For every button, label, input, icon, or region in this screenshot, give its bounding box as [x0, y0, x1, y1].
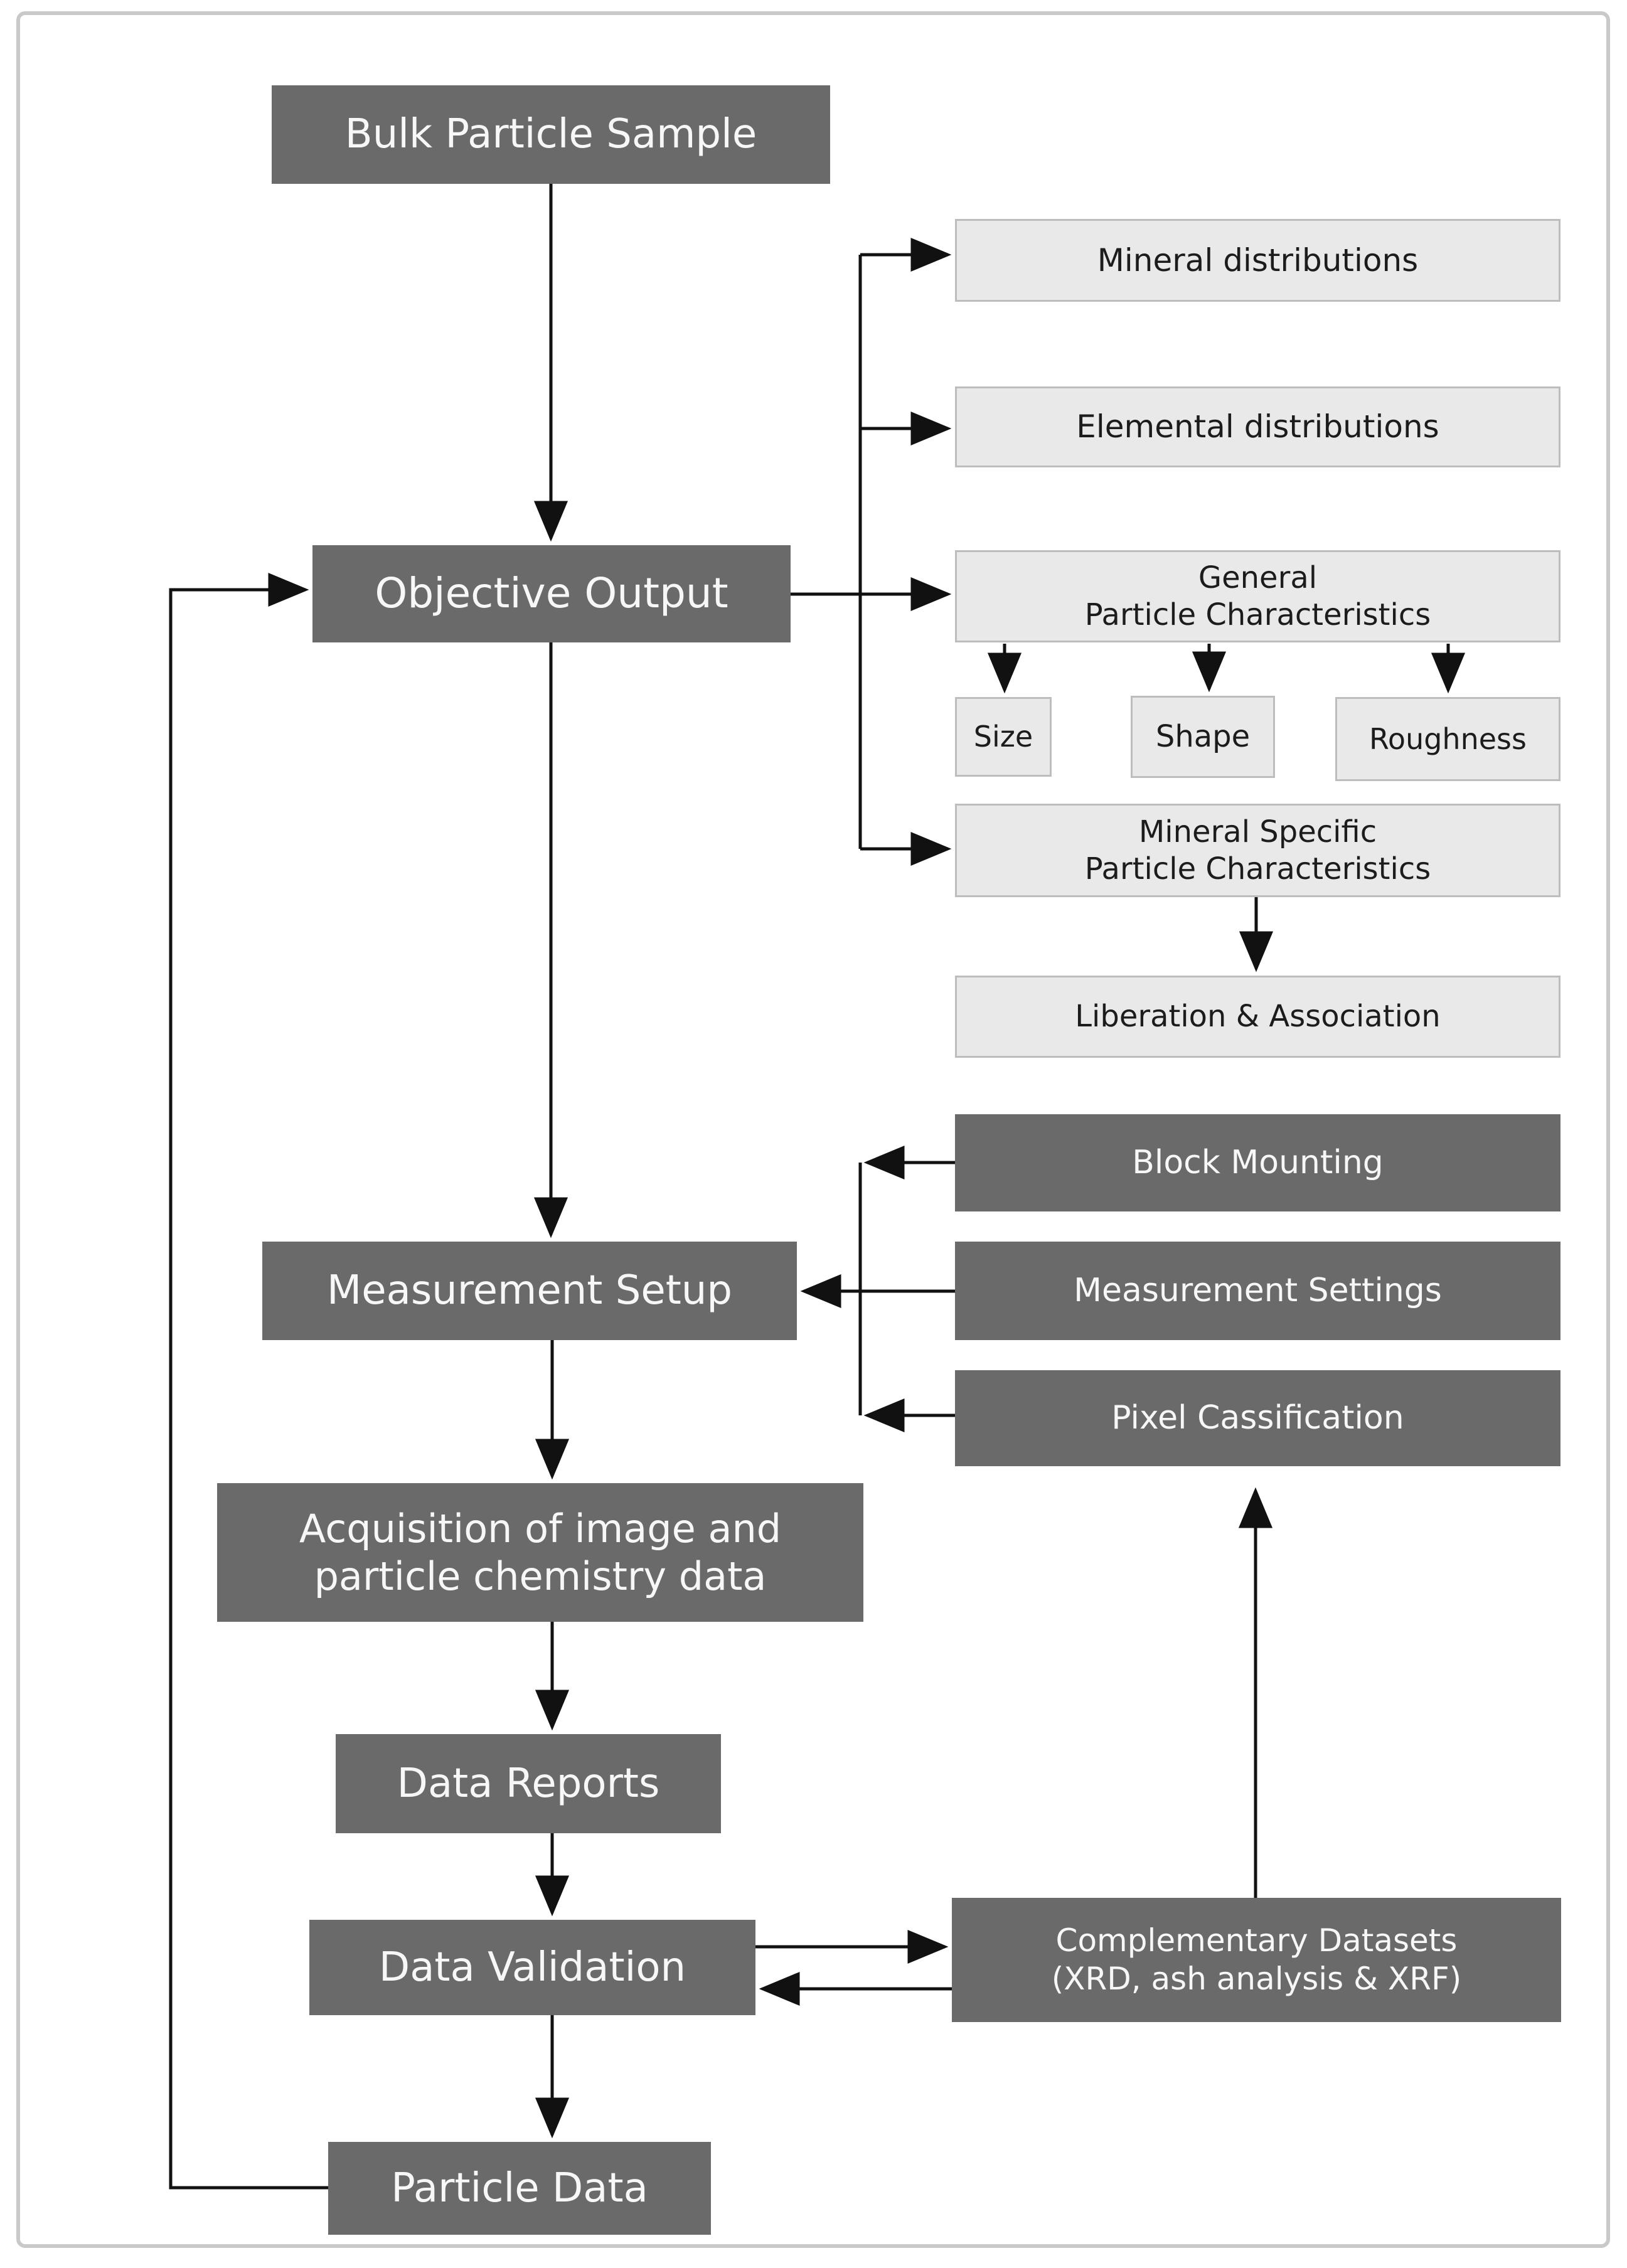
node-pixel-cassification: Pixel Cassification [955, 1370, 1560, 1466]
node-complementary-datasets: Complementary Datasets (XRD, ash analysi… [952, 1898, 1561, 2022]
node-data-validation: Data Validation [309, 1920, 755, 2015]
edge-particle-to-objective-feedback [169, 572, 328, 2190]
node-mineral-distributions: Mineral distributions [955, 219, 1560, 302]
node-size: Size [955, 697, 1052, 777]
node-block-mounting: Block Mounting [955, 1114, 1560, 1211]
node-acquisition: Acquisition of image and particle chemis… [217, 1483, 863, 1622]
node-measurement-settings: Measurement Settings [955, 1242, 1560, 1340]
node-general-particle-characteristics: General Particle Characteristics [955, 550, 1560, 642]
node-elemental-distributions: Elemental distributions [955, 386, 1560, 467]
node-shape: Shape [1131, 696, 1275, 778]
node-mineral-specific-particle-characteristics: Mineral Specific Particle Characteristic… [955, 804, 1560, 897]
node-roughness: Roughness [1335, 697, 1560, 781]
node-liberation-association: Liberation & Association [955, 976, 1560, 1058]
node-bulk-particle-sample: Bulk Particle Sample [272, 85, 830, 184]
node-particle-data: Particle Data [328, 2142, 711, 2235]
node-data-reports: Data Reports [336, 1734, 721, 1833]
node-objective-output: Objective Output [312, 545, 791, 642]
node-measurement-setup: Measurement Setup [262, 1242, 797, 1340]
